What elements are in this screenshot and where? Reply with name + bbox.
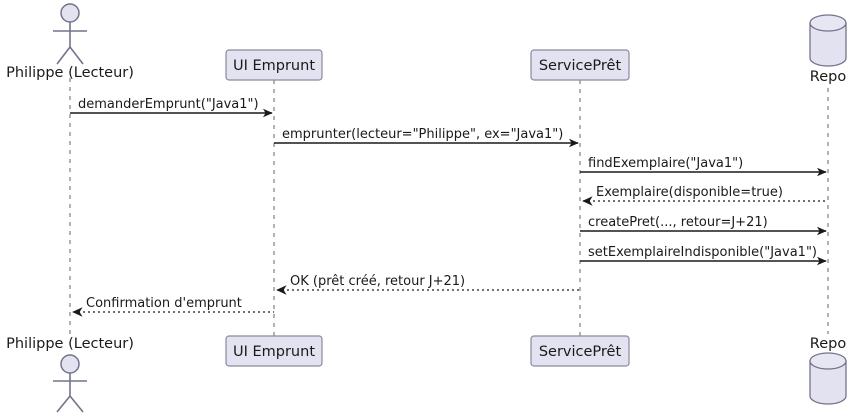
message-1[interactable]: demanderEmprunt("Java1") [70, 97, 273, 118]
participant-foot-ui[interactable]: UI Emprunt [225, 335, 323, 367]
actor-leg-right [69, 46, 84, 65]
message-4-label: Exemplaire(disponible=true) [596, 185, 783, 200]
message-5[interactable]: createPret(..., retour=J+21) [580, 215, 827, 236]
participant-label-service-top: ServicePrêt [539, 58, 622, 74]
participant-label-lecteur-bottom: Philippe (Lecteur) [6, 336, 134, 352]
actor-leg-left [56, 46, 71, 65]
participant-box-ui-top [225, 49, 323, 81]
message-8[interactable]: Confirmation d'emprunt [72, 296, 274, 317]
participant-label-repo-top: Repo [810, 69, 847, 85]
message-3[interactable]: findExemplaire("Java1") [580, 156, 827, 177]
participant-head-service[interactable]: ServicePrêt [530, 49, 630, 81]
participant-foot-service[interactable]: ServicePrêt [530, 335, 630, 367]
participant-head-lecteur[interactable]: Philippe (Lecteur) [6, 3, 134, 81]
message-6-label: setExemplaireIndisponible("Java1") [588, 245, 817, 260]
message-8-label: Confirmation d'emprunt [86, 296, 242, 311]
message-3-label: findExemplaire("Java1") [588, 156, 743, 171]
participant-box-ui-bottom [225, 335, 323, 367]
participant-head-ui[interactable]: UI Emprunt [225, 49, 323, 81]
participant-label-service-bottom: ServicePrêt [539, 344, 622, 360]
participant-foot-lecteur[interactable]: Philippe (Lecteur) [6, 336, 134, 413]
participant-box-service-bottom [530, 335, 630, 367]
participant-box-service-top [530, 49, 630, 81]
message-2-label: emprunter(lecteur="Philippe", ex="Java1"… [282, 127, 563, 142]
database-cylinder-top [809, 14, 847, 32]
lifelines-group [69, 78, 829, 336]
participant-label-ui-bottom: UI Emprunt [233, 344, 315, 360]
database-cylinder-icon-bottom [809, 360, 847, 405]
actor-head-icon [60, 3, 80, 23]
participant-label-repo-bottom: Repo [810, 336, 847, 352]
message-7-label: OK (prêt créé, retour J+21) [290, 274, 465, 289]
message-6[interactable]: setExemplaireIndisponible("Java1") [580, 245, 827, 266]
participant-label-ui-top: UI Emprunt [233, 58, 315, 74]
database-cylinder-top-bottom [809, 352, 847, 370]
message-1-label: demanderEmprunt("Java1") [78, 97, 259, 112]
message-4[interactable]: Exemplaire(disponible=true) [582, 185, 828, 206]
database-cylinder-icon [809, 22, 847, 67]
actor-leg-left-bottom [56, 395, 71, 413]
participant-foot-repo[interactable]: Repo [809, 336, 847, 405]
message-7[interactable]: OK (prêt créé, retour J+21) [276, 274, 580, 295]
actor-leg-right-bottom [69, 395, 84, 413]
participant-label-lecteur-top: Philippe (Lecteur) [6, 65, 134, 81]
message-5-label: createPret(..., retour=J+21) [588, 215, 768, 230]
actor-head-icon-bottom [60, 354, 80, 374]
participant-head-repo[interactable]: Repo [809, 14, 847, 85]
message-2[interactable]: emprunter(lecteur="Philippe", ex="Java1"… [274, 127, 579, 148]
